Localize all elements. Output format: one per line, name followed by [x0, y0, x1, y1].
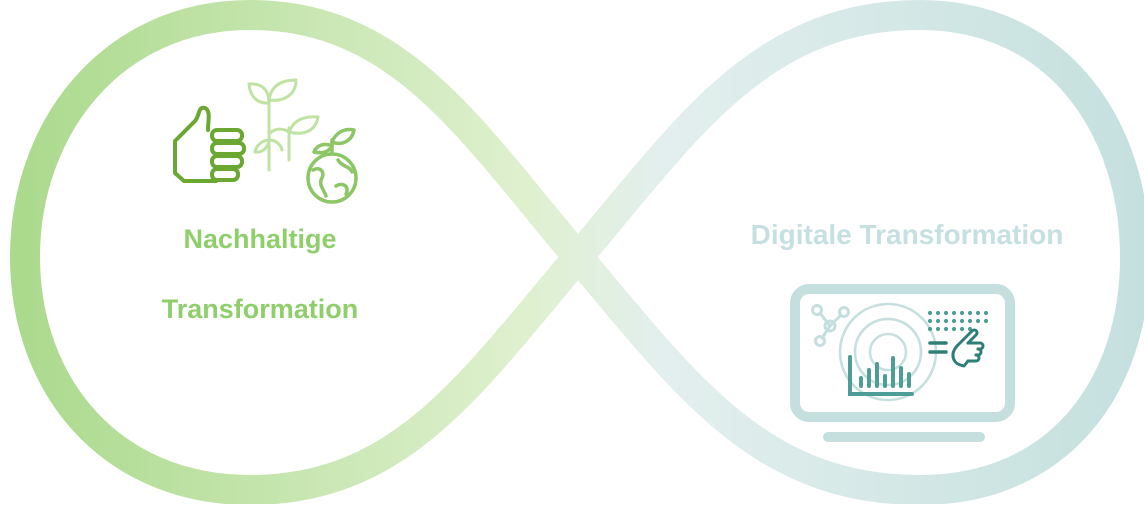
dot — [951, 310, 957, 316]
dot — [983, 318, 989, 324]
thumbs-up-icon — [173, 105, 246, 183]
dot — [959, 310, 965, 316]
sprout-icon — [247, 78, 320, 172]
infinity-ring — [10, 0, 1144, 505]
network-molecule-icon — [811, 304, 850, 347]
dot — [927, 318, 933, 324]
dot — [983, 310, 989, 316]
dot — [943, 310, 949, 316]
monitor-icon — [790, 284, 1015, 442]
left-title-line-1: Nachhaltige — [183, 224, 337, 254]
dot — [927, 310, 933, 316]
earth-sprout-icon — [306, 127, 358, 204]
dot — [935, 326, 941, 332]
dot — [967, 318, 973, 324]
left-title-line-2: Transformation — [161, 294, 359, 324]
radar-target-icon — [838, 302, 938, 402]
dot — [935, 318, 941, 324]
dot — [959, 318, 965, 324]
dot — [951, 326, 957, 332]
dot — [935, 310, 941, 316]
dot — [943, 318, 949, 324]
dot — [959, 326, 965, 332]
dot — [975, 310, 981, 316]
dot — [943, 326, 949, 332]
right-title: Digitale Transformation — [750, 219, 1064, 250]
dot — [967, 310, 973, 316]
touch-hand-icon — [928, 328, 985, 368]
dot — [951, 318, 957, 324]
dot — [975, 318, 981, 324]
bar-chart-icon — [848, 355, 914, 396]
dot — [927, 326, 933, 332]
dot-grid-icon — [927, 310, 989, 332]
